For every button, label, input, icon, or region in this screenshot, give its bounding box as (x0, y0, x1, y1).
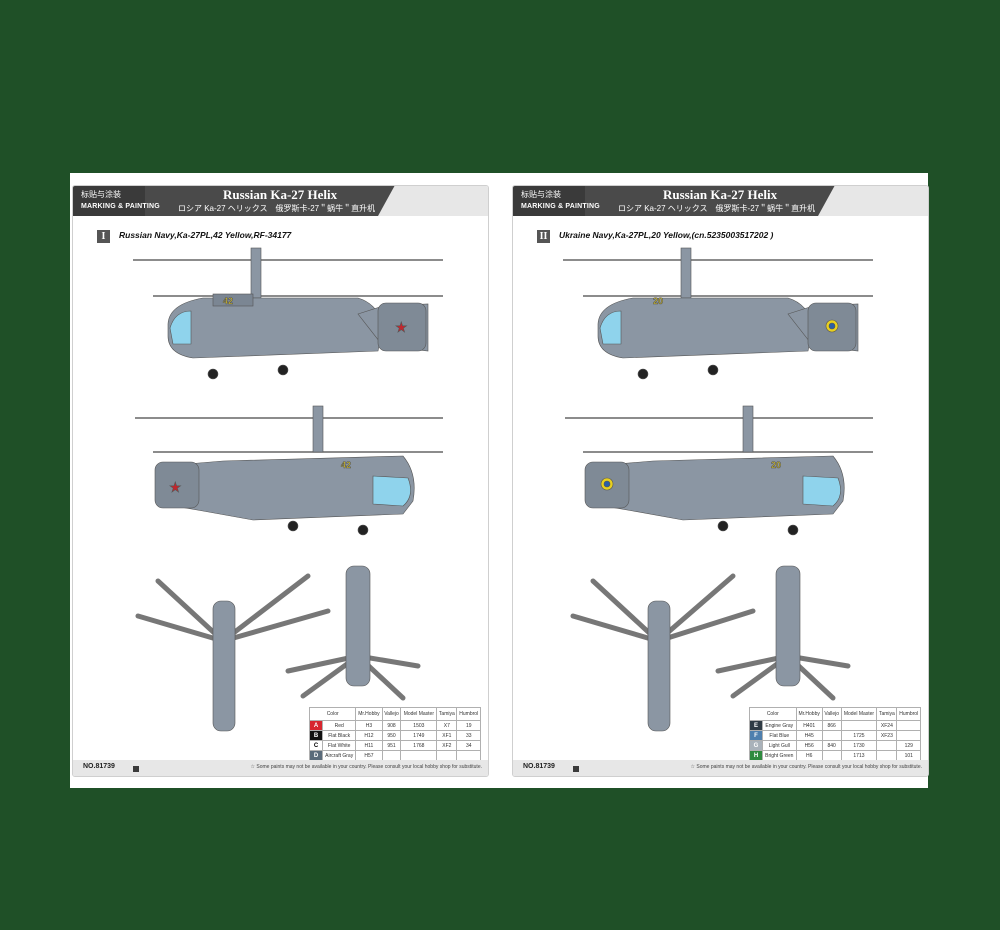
helicopter-drawings: 42 ★ ★ 42 (133, 247, 443, 732)
bottom-view (715, 565, 851, 701)
red-star-icon: ★ (169, 479, 182, 495)
scheme-badge: I (97, 230, 110, 243)
color-table: Color Mr.Hobby Vallejo Model Master Tami… (308, 707, 481, 761)
category-cn: 标贴与涂装 (521, 190, 561, 199)
page-subtitle: ロシア Ka-27 ヘリックス 俄罗斯卡-27＂蜗牛＂直升机 (618, 204, 816, 213)
category-cn: 标贴与涂装 (81, 190, 121, 199)
page-title: Russian Ka-27 Helix (663, 187, 778, 202)
top-view (570, 573, 756, 732)
tail-number-20: 20 (653, 296, 663, 306)
scheme-title: Russian Navy,Ka-27PL,42 Yellow,RF-34177 (119, 230, 292, 240)
top-view (135, 573, 331, 732)
paint-footnote: ☆ Some paints may not be available in yo… (690, 764, 922, 770)
page-subtitle: ロシア Ka-27 ヘリックス 俄罗斯卡-27＂蜗牛＂直升机 (178, 204, 376, 213)
product-number: NO.81739 (523, 763, 555, 770)
page-footer: NO.81739 ☆ Some paints may not be availa… (73, 760, 488, 776)
side-view-right: 20 (565, 405, 873, 536)
left-page: 标贴与涂装 MARKING & PAINTING Russian Ka-27 H… (72, 185, 489, 777)
category-en: MARKING & PAINTING (81, 203, 160, 210)
color-table: Color Mr.Hobby Vallejo Model Master Tami… (749, 707, 921, 761)
side-view-left: 20 (563, 247, 873, 380)
page-footer: NO.81739 ☆ Some paints may not be availa… (513, 760, 928, 776)
category-en: MARKING & PAINTING (521, 203, 600, 210)
red-star-icon: ★ (395, 319, 408, 335)
product-number: NO.81739 (83, 763, 115, 770)
right-page: 标贴与涂装 MARKING & PAINTING Russian Ka-27 H… (512, 185, 929, 777)
side-view-right: ★ 42 (135, 405, 443, 536)
helicopter-drawings: 20 20 (563, 247, 873, 732)
paint-footnote: ☆ Some paints may not be available in yo… (250, 764, 482, 770)
tail-number-20: 20 (771, 460, 781, 470)
side-view-left: 42 ★ (133, 247, 443, 380)
scheme-badge: II (537, 230, 550, 243)
page-header: 标贴与涂装 MARKING & PAINTING Russian Ka-27 H… (513, 186, 928, 216)
scheme-title: Ukraine Navy,Ka-27PL,20 Yellow,(cn.52350… (559, 230, 774, 240)
tail-number-42: 42 (341, 460, 351, 470)
page-title: Russian Ka-27 Helix (223, 187, 338, 202)
tail-number-42: 42 (223, 296, 233, 306)
bottom-view (285, 565, 421, 701)
page-header: 标贴与涂装 MARKING & PAINTING Russian Ka-27 H… (73, 186, 488, 216)
